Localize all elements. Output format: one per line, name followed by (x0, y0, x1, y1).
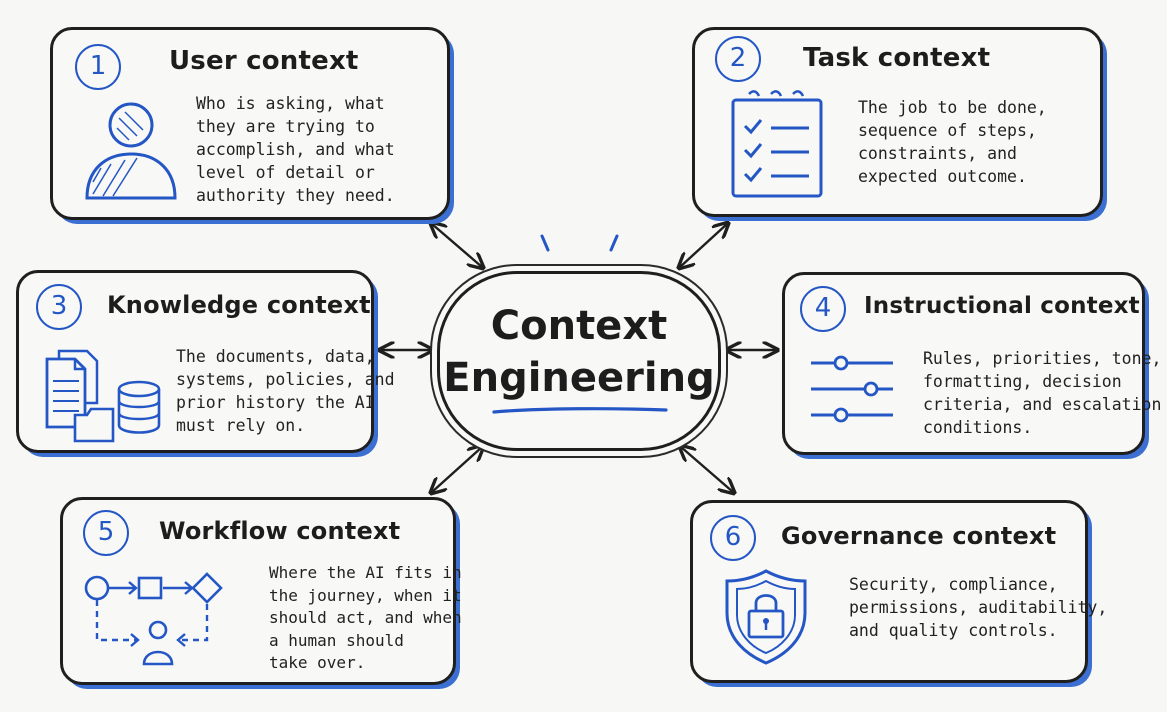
desc-line: Where the AI fits in (269, 563, 462, 582)
desc-line: the journey, when it (269, 585, 462, 605)
card-title: User context (169, 46, 359, 76)
center-title-line1: Context (490, 303, 668, 349)
card-title: Workflow context (159, 517, 401, 545)
center-underline (492, 407, 668, 414)
desc-line: level of detail or (196, 163, 375, 182)
card-title: Knowledge context (107, 291, 371, 319)
spark-right (609, 234, 619, 252)
person-icon (85, 102, 177, 200)
card-number-badge: 4 (800, 286, 846, 332)
shield-lock-icon (725, 569, 807, 665)
card-description: The job to be done, sequence of steps, c… (858, 96, 1047, 188)
card-title: Instructional context (864, 293, 1140, 319)
desc-line: systems, policies, and (176, 370, 395, 389)
card-number-badge: 6 (710, 515, 756, 561)
desc-line: permissions, auditability, (849, 598, 1108, 617)
sliders-icon (811, 355, 893, 423)
desc-line: must rely on. (176, 416, 306, 435)
desc-line: The job to be done, (858, 98, 1047, 117)
desc-line: accomplish, and what (196, 140, 395, 159)
card-task-context: 2 Task context The job to be done, seque… (692, 27, 1103, 217)
desc-line: Security, compliance, (849, 575, 1058, 594)
card-instructional-context: 4 Instructional context Rules, prioritie… (782, 272, 1161, 455)
card-number-badge: 3 (36, 284, 82, 330)
card-workflow-context: 5 Workflow context Where the AI fits in … (60, 497, 462, 685)
desc-line: a human should (269, 630, 404, 650)
desc-line: Who is asking, what (196, 94, 385, 113)
card-description: Security, compliance, permissions, audit… (849, 573, 1107, 642)
desc-line: Rules, priorities, tone, (923, 349, 1162, 368)
checklist-icon (731, 90, 823, 198)
connector-governance (681, 447, 733, 492)
card-title: Task context (803, 43, 991, 73)
desc-line: they are trying to (196, 117, 375, 136)
desc-line: conditions. (923, 418, 1033, 437)
card-description: Where the AI fits in the journey, when i… (269, 562, 462, 675)
desc-line: sequence of steps, (858, 121, 1037, 140)
documents-database-icon (45, 349, 161, 443)
center-title: Context Engineering (440, 300, 718, 404)
desc-line: authority they need. (196, 186, 395, 205)
spark-left (540, 234, 550, 252)
card-knowledge-context: 3 Knowledge context The documents, data,… (16, 270, 395, 453)
card-number-badge: 2 (715, 36, 761, 82)
desc-line: take over. (269, 653, 366, 672)
card-number-badge: 1 (75, 44, 121, 90)
card-description: Rules, priorities, tone, formatting, dec… (923, 347, 1161, 439)
card-number-badge: 5 (83, 510, 129, 556)
connector-task (680, 224, 727, 267)
desc-line: should act, and when (269, 608, 462, 627)
desc-line: constraints, and (858, 144, 1017, 163)
desc-line: formatting, decision (923, 372, 1122, 391)
card-user-context: 1 User context Who is asking, what they … (50, 27, 450, 220)
connector-workflow (432, 447, 482, 492)
desc-line: prior history the AI (176, 393, 375, 412)
center-node: Context Engineering (437, 271, 721, 451)
desc-line: criteria, and escalation (923, 395, 1162, 414)
desc-line: expected outcome. (858, 167, 1027, 186)
card-description: The documents, data, systems, policies, … (176, 345, 395, 437)
workflow-icon (84, 572, 223, 666)
card-title: Governance context (781, 522, 1057, 550)
center-title-line2: Engineering (443, 355, 715, 401)
card-description: Who is asking, what they are trying to a… (196, 92, 395, 207)
desc-line: The documents, data, (176, 347, 375, 366)
desc-line: and quality controls. (849, 621, 1058, 640)
card-governance-context: 6 Governance context Security, complianc… (690, 500, 1107, 683)
connector-user (432, 224, 482, 267)
